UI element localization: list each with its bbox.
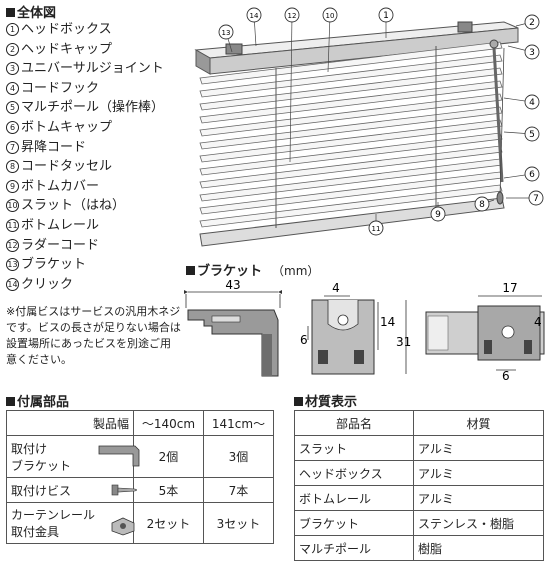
dim-front-a: 4 bbox=[332, 281, 340, 295]
materials-title: 材質表示 bbox=[294, 391, 357, 410]
callout-number: 10 bbox=[326, 12, 335, 20]
bracket-left bbox=[225, 43, 243, 55]
bracket-side-view: 43 bbox=[184, 280, 282, 377]
callout-circle bbox=[430, 206, 446, 222]
screw-icon bbox=[111, 484, 137, 496]
rail-fitting-icon bbox=[111, 517, 135, 536]
accessories-title: 付属部品 bbox=[6, 391, 69, 410]
bottom-rail bbox=[199, 197, 505, 247]
callout-circle bbox=[524, 94, 540, 110]
dim-front-b: 6 bbox=[300, 333, 308, 347]
callout-circle bbox=[246, 7, 262, 23]
dim-front-d: 31 bbox=[396, 335, 411, 349]
callout-number: 4 bbox=[529, 98, 535, 108]
dim-front-c: 14 bbox=[380, 315, 395, 329]
dim-side-width: 43 bbox=[225, 280, 240, 292]
callout-number: 7 bbox=[533, 194, 539, 204]
callout-number: 14 bbox=[250, 12, 259, 20]
callout-number: 9 bbox=[435, 210, 441, 220]
materials-table: 部品名 材質 スラットアルミ ヘッドボックスアルミ ボトムレールアルミ ブラケッ… bbox=[294, 410, 544, 561]
callout-number: 8 bbox=[479, 200, 485, 210]
callout-circle bbox=[524, 166, 540, 182]
table-row: 取付け ブラケット 2個 3個 bbox=[6, 435, 274, 478]
table-row: 製品幅 ～140cm 141cm～ bbox=[6, 410, 274, 436]
dim-top-c: 6 bbox=[502, 369, 510, 383]
overall-title: 全体図 bbox=[6, 2, 56, 21]
table-row: カーテンレール 取付金具 2セット 3セット bbox=[6, 502, 274, 544]
bracket-right bbox=[457, 21, 473, 33]
universal-joint bbox=[489, 39, 499, 49]
bracket-front-view: 4 6 14 31 bbox=[300, 281, 411, 375]
bracket-top-view: 17 4 6 bbox=[425, 281, 545, 383]
table-row: スラットアルミ bbox=[294, 435, 544, 461]
callout-circle bbox=[322, 7, 338, 23]
headbox-side bbox=[195, 49, 211, 75]
callout-circle bbox=[474, 196, 490, 212]
callout-number: 3 bbox=[529, 48, 535, 58]
callout-number: 1 bbox=[383, 11, 389, 21]
callout-number: 12 bbox=[288, 12, 297, 20]
callout-circle bbox=[378, 7, 394, 23]
callout-number: 5 bbox=[529, 130, 535, 140]
table-row: マルチポール樹脂 bbox=[294, 535, 544, 561]
callout-number: 2 bbox=[529, 18, 535, 28]
lift-cord bbox=[499, 47, 505, 199]
callout-number: 13 bbox=[222, 29, 231, 37]
callout-circle bbox=[524, 126, 540, 142]
table-row: 部品名 材質 bbox=[294, 410, 544, 436]
callout-circle bbox=[524, 14, 540, 30]
callout-leader bbox=[327, 14, 331, 73]
callout-number: 11 bbox=[372, 225, 381, 233]
table-row: ボトムレールアルミ bbox=[294, 485, 544, 511]
accessories-table: 製品幅 ～140cm 141cm～ 取付け ブラケット 2個 3個 取付けビス … bbox=[6, 410, 274, 544]
cord-tassel bbox=[496, 191, 504, 205]
bracket-icon bbox=[98, 445, 140, 467]
bracket-title: ブラケット（mm） bbox=[186, 260, 319, 279]
table-row: 取付けビス 5本 7本 bbox=[6, 477, 274, 503]
dim-top-b: 4 bbox=[534, 315, 542, 329]
dim-top-a: 17 bbox=[502, 281, 517, 295]
table-row: ヘッドボックスアルミ bbox=[294, 460, 544, 486]
table-row: ブラケットステンレス・樹脂 bbox=[294, 510, 544, 536]
callout-circle bbox=[284, 7, 300, 23]
note-text: ※付属ビスはサービスの汎用木ネジです。ビスの長さが足りない場合は設置場所にあった… bbox=[6, 305, 181, 366]
callout-leader bbox=[289, 14, 293, 163]
callout-circle bbox=[218, 24, 234, 40]
callout-circle bbox=[528, 190, 544, 206]
callout-circle bbox=[524, 44, 540, 60]
callout-number: 6 bbox=[529, 170, 535, 180]
callout-circle bbox=[368, 220, 384, 236]
